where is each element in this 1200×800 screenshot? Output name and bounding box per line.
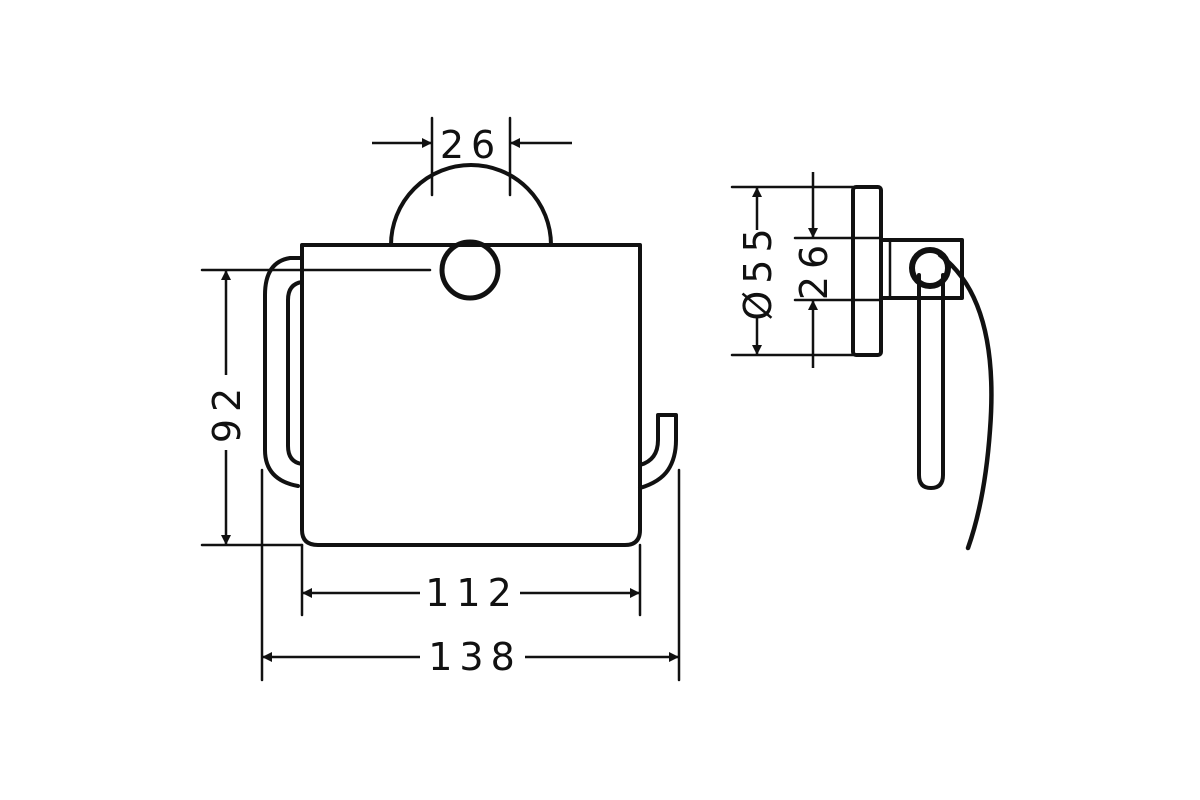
roll-arm-inner: [286, 280, 304, 466]
dim-label-height-92: 92: [205, 381, 249, 443]
side-view: [730, 172, 994, 551]
cover-lid: [300, 243, 642, 547]
dim-label-rosette-26-side: 26: [792, 238, 836, 300]
side-arm-bracket: [879, 238, 964, 300]
dim-label-cover-112: 112: [425, 571, 519, 615]
paper-flap: [638, 413, 678, 490]
side-cover-curve: [937, 252, 994, 551]
side-knob: [909, 247, 951, 289]
mounting-knob: [439, 239, 501, 301]
dim-label-rosette-26: 26: [440, 123, 502, 167]
dim-label-overall-138: 138: [428, 635, 522, 679]
dim-label-rosette-55: Ø55: [736, 221, 780, 320]
wall-rosette: [389, 163, 553, 247]
side-wall-plate: [851, 185, 883, 357]
front-view: [200, 116, 681, 682]
roll-arm: [263, 256, 304, 488]
side-roll-arm: [917, 273, 945, 490]
